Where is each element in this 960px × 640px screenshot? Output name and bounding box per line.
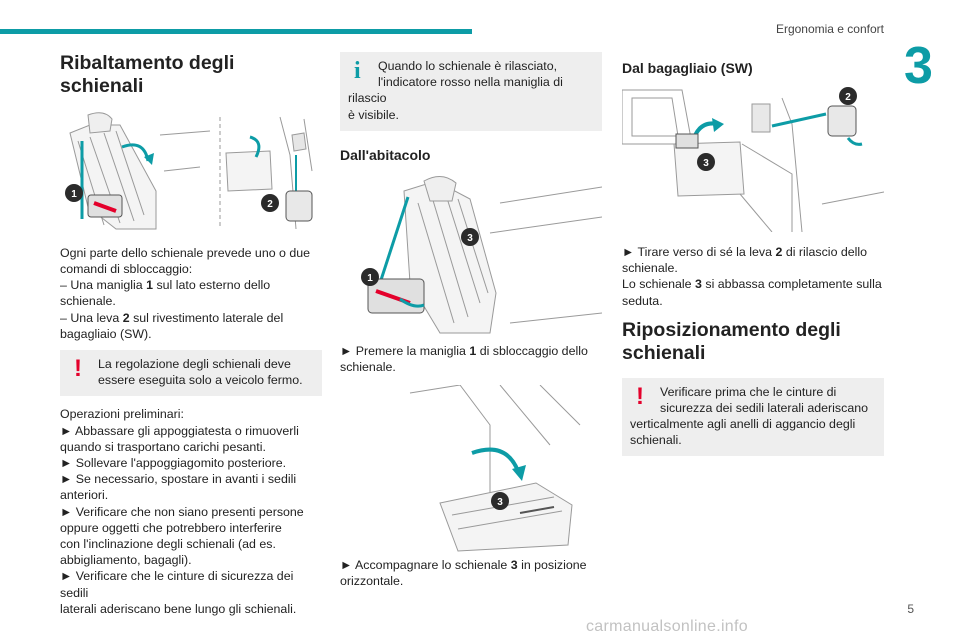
text-line: Quando lo schienale è rilasciato, [378, 59, 558, 73]
figure-badge-3-label: 3 [703, 158, 709, 169]
figure-badge-2 [261, 193, 279, 212]
figure-badge-1 [361, 267, 379, 286]
illustration-cabin-release: 1 3 [340, 173, 602, 337]
column-right: Dal bagagliaio (SW) 2 3 ► Tirare verso d… [622, 52, 884, 457]
text-line: sicurezza dei sedili laterali aderiscano [660, 400, 868, 415]
text-line: Ogni parte dello schienale prevede uno o… [60, 245, 311, 260]
warning-icon: ! [636, 382, 644, 410]
column-middle: i Quando lo schienale è rilasciato, l'in… [340, 52, 602, 590]
illustration-seat-release: 1 2 [60, 111, 322, 235]
text-line: è visibile. [348, 107, 399, 122]
illustration-backrest-horizontal: 3 [340, 385, 602, 553]
figure-badge-2-label: 2 [845, 92, 851, 103]
text-line: Verificare prima che le cinture di [660, 384, 837, 399]
text-line: ► Abbassare gli appoggiatesta o rimuover… [60, 423, 299, 438]
warning-note: ! La regolazione degli schienali deve es… [60, 350, 322, 397]
text-line: ► Sollevare l'appoggiagomito posteriore. [60, 456, 287, 471]
text-line: Lo schienale 3 si abbassa completamente … [622, 277, 882, 292]
subtitle-luggage: Dal bagagliaio (SW) [622, 60, 753, 76]
text-line: La regolazione degli schienali deve [98, 357, 291, 371]
text-line: abbigliamento, bagagli). [60, 553, 192, 568]
text-line: – Una maniglia 1 sul lato esterno dello [60, 278, 271, 293]
step-pull-lever: ► Tirare verso di sé la leva 2 di rilasc… [622, 244, 884, 309]
text-line: ► Se necessario, spostare in avanti i se… [60, 472, 297, 487]
warning-note: ! Verificare prima che le cinture di sic… [622, 377, 884, 457]
section-title-repositioning: Riposizionamento degli schienali [622, 319, 884, 366]
illustration-luggage-release: 2 3 [622, 84, 884, 232]
title-line: schienali [622, 342, 706, 365]
text-line: ► Tirare verso di sé la leva 2 di rilasc… [622, 245, 868, 259]
text-line: Operazioni preliminari: [60, 407, 184, 422]
info-note: i Quando lo schienale è rilasciato, l'in… [340, 52, 602, 131]
warning-icon: ! [74, 355, 82, 382]
text-line: ► Accompagnare lo schienale 3 in posizio… [340, 558, 587, 573]
figure-badge-2-label: 2 [267, 199, 273, 210]
text-line: con l'inclinazione degli schienali (ad e… [60, 537, 276, 552]
text-line: oppure oggetti che potrebbero interferir… [60, 520, 282, 535]
figure-badge-1-label: 1 [71, 189, 77, 200]
text-line: ► Verificare che non siano presenti pers… [60, 504, 304, 519]
text-line: quando si trasportano carichi pesanti. [60, 439, 266, 454]
column-left: Ribaltamento degli schienali 1 [60, 52, 322, 617]
intro-paragraph: Ogni parte dello schienale prevede uno o… [60, 245, 322, 342]
page-number: 5 [907, 602, 914, 616]
header-accent-bar [0, 29, 472, 34]
text-line: ► Premere la maniglia 1 di sbloccaggio d… [340, 343, 588, 358]
text-line: anteriori. [60, 488, 109, 503]
text-line: – Una leva 2 sul rivestimento laterale d… [60, 310, 284, 325]
header-section-title: Ergonomia e confort [775, 22, 884, 36]
figure-badge-1-label: 1 [367, 273, 373, 284]
figure-badge-3 [697, 153, 715, 171]
text-line: schienale. [340, 360, 396, 375]
text-line: orizzontale. [340, 574, 404, 589]
text-line: ► Verificare che le cinture di sicurezza… [60, 569, 294, 600]
step-press-handle: ► Premere la maniglia 1 di sbloccaggio d… [340, 343, 602, 375]
text-line: verticalmente agli anelli di aggancio de… [630, 417, 856, 431]
preliminary-steps: Operazioni preliminari: ► Abbassare gli … [60, 406, 322, 617]
text-line: bagagliaio (SW). [60, 326, 152, 341]
text-line: schienale. [60, 294, 116, 309]
text-line: essere eseguita solo a veicolo fermo. [98, 373, 303, 388]
text-line: seduta. [622, 293, 663, 308]
section-title-folding: Ribaltamento degli schienali [60, 52, 235, 98]
text-line: l'indicatore rosso nella maniglia di ril… [348, 75, 563, 106]
info-icon: i [354, 58, 361, 84]
figure-badge-3 [491, 492, 509, 511]
watermark-text: carmanualsonline.info [586, 618, 748, 635]
figure-badge-2 [839, 87, 857, 105]
figure-badge-3 [461, 227, 479, 246]
figure-badge-1 [65, 183, 83, 202]
text-line: laterali aderiscano bene lungo gli schie… [60, 601, 297, 616]
figure-badge-3-label: 3 [497, 497, 503, 508]
text-line: comandi di sbloccaggio: [60, 261, 193, 276]
title-line: Riposizionamento degli [622, 318, 841, 341]
figure-badge-3-label: 3 [467, 233, 473, 244]
text-line: schienali. [630, 433, 682, 448]
chapter-number: 3 [904, 37, 933, 95]
text-line: schienale. [622, 261, 678, 276]
subtitle-cabin: Dall'abitacolo [340, 146, 431, 163]
step-accompany-backrest: ► Accompagnare lo schienale 3 in posizio… [340, 557, 602, 589]
